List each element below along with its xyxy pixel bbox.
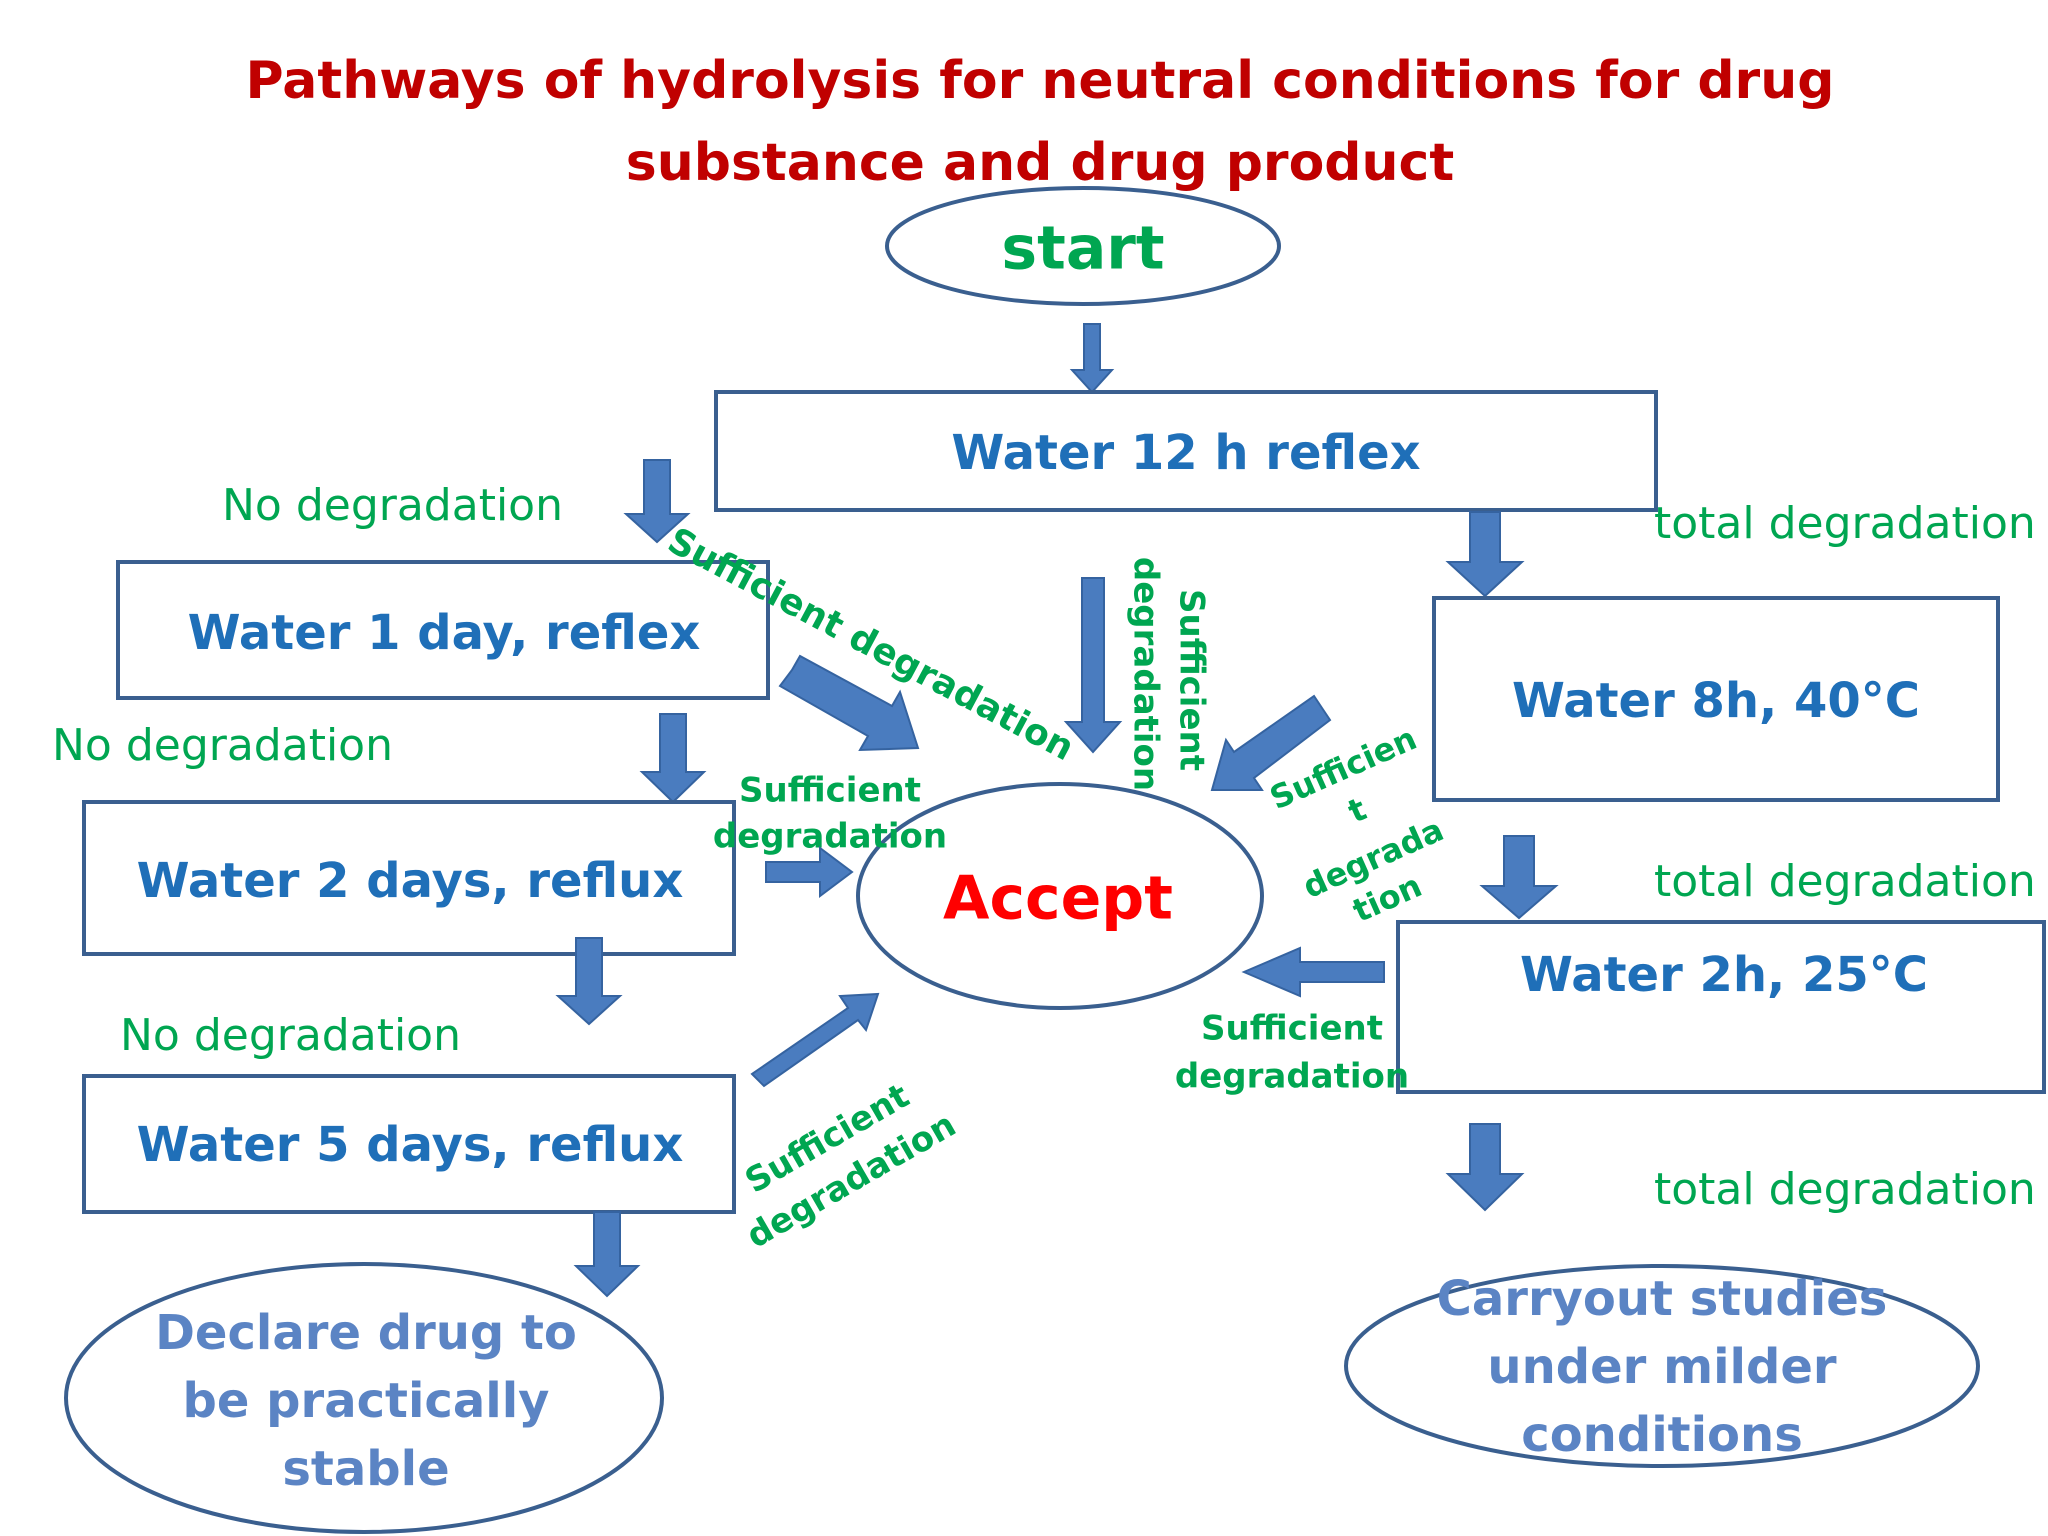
diagram-title-line2: substance and drug product xyxy=(626,133,1454,193)
arrow-8h-to-accept xyxy=(1210,694,1332,791)
declare-stable-line2: be practically xyxy=(183,1373,550,1429)
arrow-8h-to-2h xyxy=(1479,835,1559,920)
sufficient-vertical-line1: Sufficient xyxy=(1172,589,1212,771)
water-5days-box xyxy=(82,1074,736,1214)
water-1day-label: Water 1 day, reflex xyxy=(188,605,701,661)
sufficient-right-bottom-line1: Sufficient xyxy=(1201,1009,1383,1049)
carryout-line2: under milder xyxy=(1487,1339,1836,1395)
no-degradation-label-2: No degradation xyxy=(52,720,393,771)
arrow-water12h-to-accept xyxy=(1063,577,1123,754)
carryout-node xyxy=(1344,1264,1980,1468)
arrow-5days-to-declare xyxy=(573,1211,641,1298)
water-2days-label: Water 2 days, reflux xyxy=(137,853,684,909)
water-2days-box xyxy=(82,800,736,956)
carryout-line1: Carryout studies xyxy=(1437,1271,1888,1327)
arrow-1day-to-2days xyxy=(639,713,707,804)
water-1day-box xyxy=(116,560,770,700)
total-degradation-label-1: total degradation xyxy=(1654,498,2036,549)
sufficient-vertical-line2: degradation xyxy=(1126,557,1166,791)
start-node xyxy=(885,186,1281,306)
water-12h-box xyxy=(714,390,1658,512)
arrow-2h-to-carryout xyxy=(1445,1123,1525,1212)
sufficient-right-bottom-line2: degradation xyxy=(1175,1057,1409,1097)
sufficient-left-mid-line1: Sufficient xyxy=(739,771,921,811)
water-2h-box xyxy=(1396,920,2046,1094)
arrow-1day-to-accept xyxy=(778,654,920,752)
total-degradation-label-2: total degradation xyxy=(1654,856,2036,907)
arrow-start-to-water12h xyxy=(1069,323,1115,394)
no-degradation-label-3: No degradation xyxy=(120,1010,461,1061)
start-label: start xyxy=(1001,214,1164,284)
water-8h-box xyxy=(1432,596,2000,802)
arrow-2days-to-accept xyxy=(765,846,854,898)
declare-stable-line1: Declare drug to xyxy=(155,1305,577,1361)
diagram-title-line1: Pathways of hydrolysis for neutral condi… xyxy=(246,51,1835,111)
sufficient-right-top-line2: t xyxy=(1342,790,1371,831)
arrow-water12h-to-8h xyxy=(1445,511,1525,598)
arrow-2days-to-5days xyxy=(555,937,623,1026)
sufficient-left-mid-line2: degradation xyxy=(713,817,947,857)
total-degradation-label-3: total degradation xyxy=(1654,1164,2036,1215)
water-2h-label: Water 2h, 25°C xyxy=(1520,947,1928,1003)
no-degradation-label-1: No degradation xyxy=(222,480,563,531)
accept-label: Accept xyxy=(943,864,1173,934)
declare-stable-line3: stable xyxy=(282,1441,449,1497)
water-8h-label: Water 8h, 40°C xyxy=(1512,673,1920,729)
water-5days-label: Water 5 days, reflux xyxy=(137,1117,684,1173)
declare-stable-node xyxy=(64,1262,664,1534)
carryout-line3: conditions xyxy=(1521,1407,1803,1463)
arrow-5days-to-accept xyxy=(750,992,880,1088)
water-12h-label: Water 12 h reflex xyxy=(951,425,1420,481)
accept-node xyxy=(856,782,1264,1010)
arrow-water12h-to-1day xyxy=(623,459,691,544)
arrow-2h-to-accept xyxy=(1241,946,1385,998)
